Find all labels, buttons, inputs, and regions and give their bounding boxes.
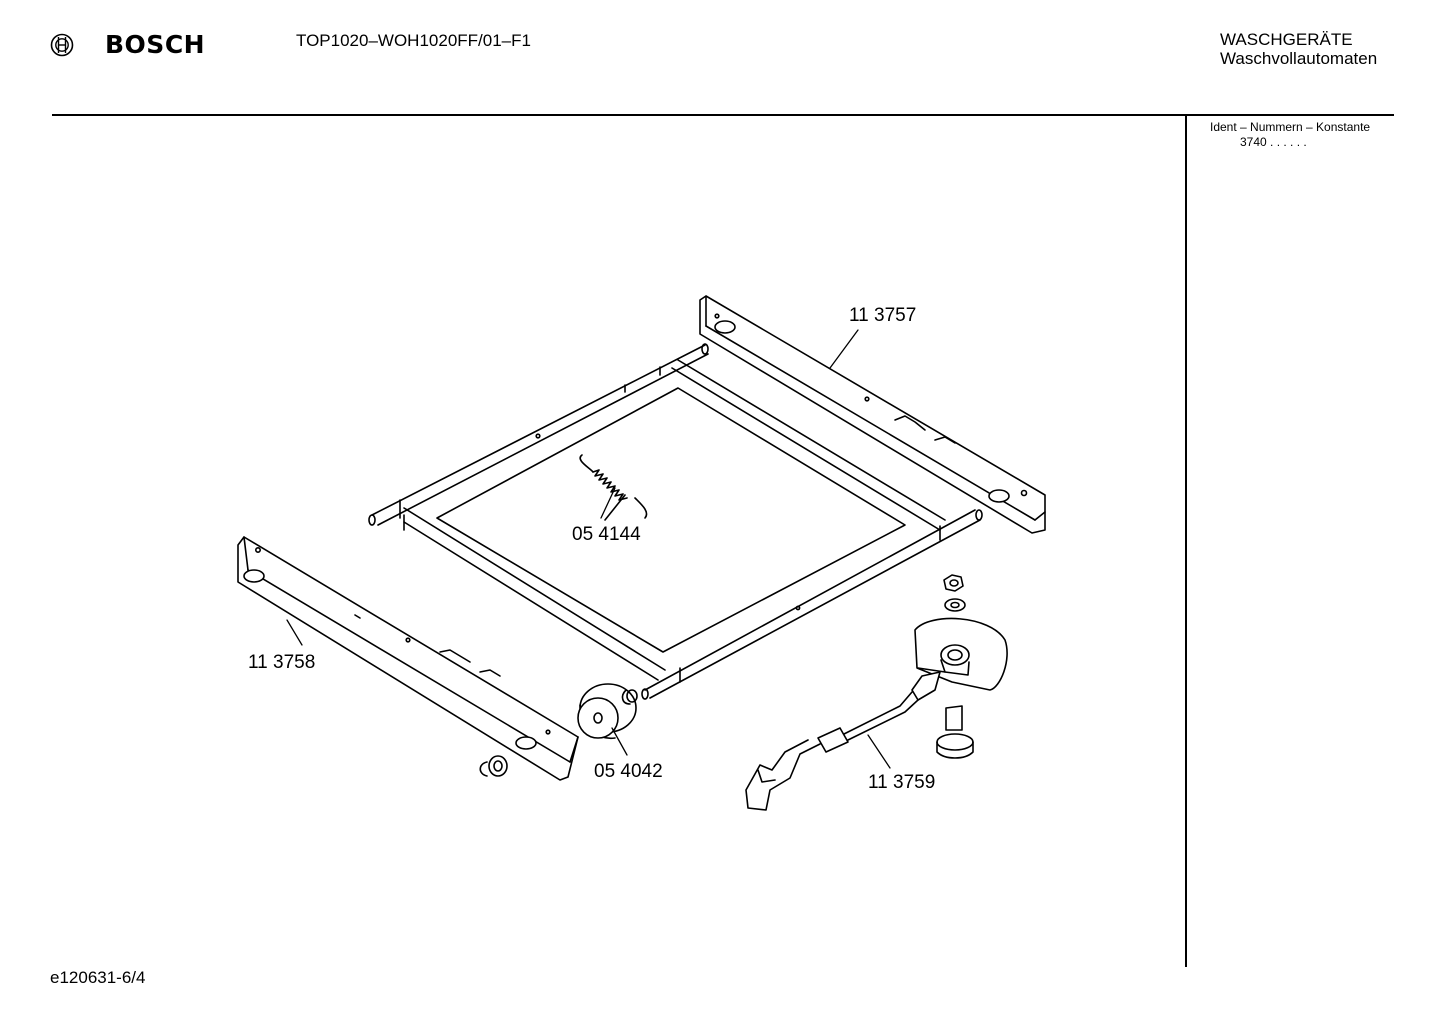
drawing-id: e120631-6/4 — [50, 968, 146, 987]
side-divider — [1185, 115, 1187, 967]
base-frame-part — [368, 343, 983, 700]
label-tension-spring: 05 4144 — [572, 524, 641, 545]
label-rear-rail: 11 3757 — [849, 305, 916, 326]
leader-lines — [286, 329, 891, 769]
header-divider — [52, 114, 1394, 116]
rear-rail-part — [699, 295, 1046, 534]
clip-washer-part — [479, 755, 508, 777]
roller-part — [577, 683, 638, 739]
category-subtitle: Waschvollautomaten — [1220, 49, 1378, 68]
bosch-logo-icon — [50, 33, 74, 57]
label-front-rail: 11 3758 — [248, 652, 315, 673]
part-labels: 11 3757 05 4144 11 3758 05 4042 11 3759 — [248, 305, 935, 793]
category-title: WASCHGERÄTE — [1220, 30, 1353, 49]
label-lever-assembly: 11 3759 — [868, 772, 935, 793]
brand-name: BOSCH — [105, 30, 206, 59]
model-code: TOP1020–WOH1020FF/01–F1 — [296, 31, 531, 50]
lever-assembly-part — [745, 617, 1008, 811]
ident-panel: Ident – Nummern – Konstante 3740 . . . .… — [1210, 120, 1370, 150]
front-rail-part — [237, 536, 579, 781]
label-roller: 05 4042 — [594, 761, 663, 782]
nut-washer-part — [943, 574, 966, 612]
tension-spring-part — [579, 454, 648, 521]
category-block: WASCHGERÄTE Waschvollautomaten — [1220, 30, 1396, 68]
ident-title: Ident – Nummern – Konstante — [1210, 120, 1371, 134]
ident-code: 3740 . . . . . . — [1240, 135, 1307, 149]
